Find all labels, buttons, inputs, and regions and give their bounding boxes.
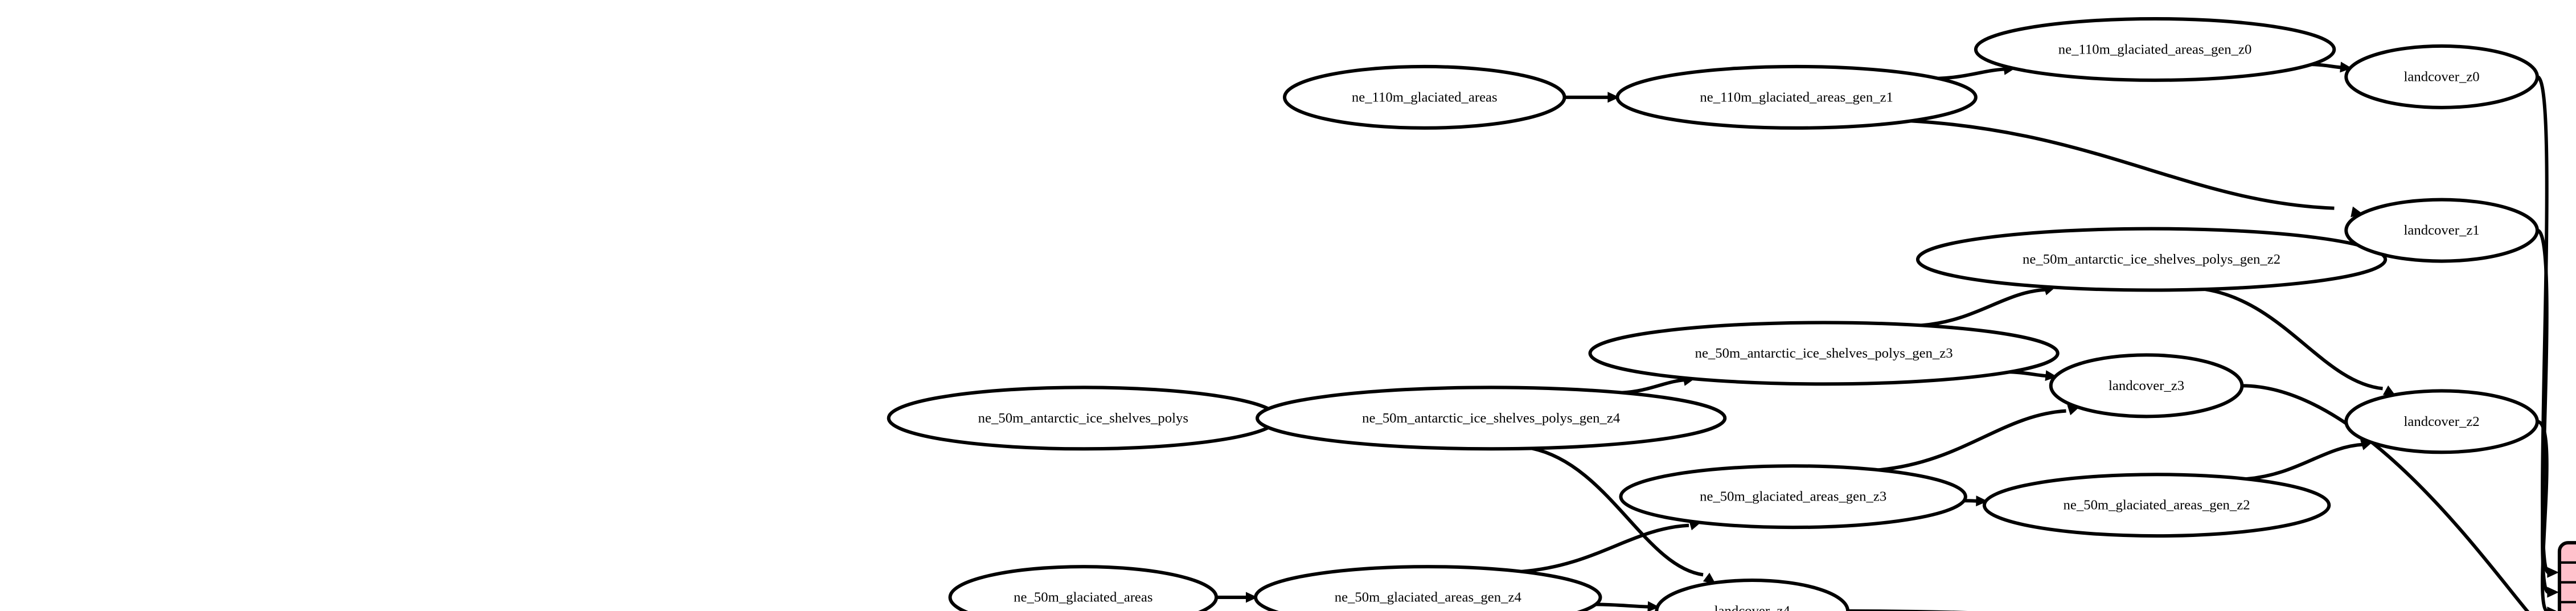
edge-arrowhead — [1245, 592, 1258, 603]
node-label: ne_110m_glaciated_areas_gen_z1 — [1700, 89, 1893, 105]
node-ellipse[interactable] — [1982, 473, 2331, 538]
graph-node-ne_50m_glaciated_areas_gen_z3[interactable]: ne_50m_glaciated_areas_gen_z3 — [1619, 464, 1967, 530]
layer-landcover-record[interactable] — [2557, 541, 2576, 611]
graph-node-ne_110m_glaciated_areas_gen_z1[interactable]: ne_110m_glaciated_areas_gen_z1 — [1615, 64, 1978, 130]
edge-arrowhead — [1976, 495, 1988, 507]
node-label: landcover_z2 — [2404, 414, 2480, 429]
graph-node-landcover_z0[interactable]: landcover_z0 — [2344, 44, 2539, 109]
graph-node-ne_50m_antarctic_ice_shelves_polys_gen_z3[interactable]: ne_50m_antarctic_ice_shelves_polys_gen_z… — [1588, 321, 2060, 386]
node-ellipse[interactable] — [1283, 64, 1566, 130]
graph-node-ne_50m_antarctic_ice_shelves_polys_gen_z2[interactable]: ne_50m_antarctic_ice_shelves_polys_gen_z… — [1915, 227, 2388, 292]
edge-arrowhead — [2547, 567, 2559, 578]
edge-arrowhead — [1647, 601, 1660, 611]
node-label: ne_50m_glaciated_areas_gen_z4 — [1335, 590, 1521, 605]
graph-edge-ne_50m_antarctic_ice_shelves_polys_gen_z4-to-landcover_z4 — [1531, 446, 1704, 577]
graph-edge-ne_110m_glaciated_areas_gen_z1-to-ne_110m_glaciated_areas_gen_z0 — [1938, 67, 2009, 80]
graph-node-landcover_z3[interactable]: landcover_z3 — [2049, 353, 2244, 419]
node-label: ne_110m_glaciated_areas_gen_z0 — [2058, 42, 2252, 57]
graph-node-ne_110m_glaciated_areas_gen_z0[interactable]: ne_110m_glaciated_areas_gen_z0 — [1974, 17, 2336, 82]
graph-edge-ne_50m_glaciated_areas_gen_z3-to-landcover_z3 — [1878, 409, 2066, 472]
record-node-layer: layer_landcoverz0z1z2z3z4z5z6z7z8z9z10z1… — [2557, 541, 2576, 611]
edge-arrowhead — [1607, 92, 1620, 103]
node-ellipse[interactable] — [2049, 353, 2244, 419]
node-ellipse[interactable] — [2344, 389, 2539, 454]
node-ellipse[interactable] — [1254, 565, 1602, 611]
node-ellipse[interactable] — [1619, 464, 1967, 530]
graph-node-ne_50m_glaciated_areas_gen_z2[interactable]: ne_50m_glaciated_areas_gen_z2 — [1982, 473, 2331, 538]
graph-edge-ne_50m_antarctic_ice_shelves_polys_gen_z4-to-ne_50m_antarctic_ice_shelves_polys_gen_z3 — [1622, 378, 1689, 395]
node-label: ne_50m_antarctic_ice_shelves_polys_gen_z… — [2023, 252, 2280, 267]
node-label: ne_50m_antarctic_ice_shelves_polys_gen_z… — [1695, 346, 1953, 361]
node-ellipse[interactable] — [2344, 44, 2539, 109]
graph-node-landcover_z4[interactable]: landcover_z4 — [1655, 579, 1850, 611]
node-label: ne_50m_antarctic_ice_shelves_polys_gen_z… — [1362, 411, 1620, 426]
node-ellipse[interactable] — [1915, 227, 2388, 292]
node-label: landcover_z3 — [2109, 378, 2184, 393]
graph-edge-ne_50m_antarctic_ice_shelves_polys_gen_z3-to-ne_50m_antarctic_ice_shelves_polys_gen_z2 — [1921, 288, 2046, 327]
node-label: ne_110m_glaciated_areas — [1352, 89, 1498, 105]
edge-arrowhead — [2547, 606, 2557, 611]
graph-edge-ne_50m_glaciated_areas_gen_z2-to-landcover_z2 — [2246, 442, 2364, 481]
graph-node-landcover_z1[interactable]: landcover_z1 — [2344, 198, 2539, 263]
graph-node-landcover_z2[interactable]: landcover_z2 — [2344, 389, 2539, 454]
node-ellipse[interactable] — [1655, 579, 1850, 611]
graph-edge-landcover_z2-to-layer_landcover-z2 — [2536, 420, 2549, 611]
node-ellipse[interactable] — [1256, 386, 1727, 451]
graph-node-ne_50m_glaciated_areas[interactable]: ne_50m_glaciated_areas — [948, 565, 1219, 611]
node-ellipse[interactable] — [1615, 64, 1978, 130]
node-ellipse[interactable] — [1974, 17, 2336, 82]
node-ellipse[interactable] — [1588, 321, 2060, 386]
graph-edge-ne_50m_glaciated_areas_gen_z4-to-ne_50m_glaciated_areas_gen_z3 — [1521, 523, 1689, 573]
graph-node-ne_50m_antarctic_ice_shelves_polys_gen_z4[interactable]: ne_50m_antarctic_ice_shelves_polys_gen_z… — [1256, 386, 1727, 451]
node-label: landcover_z0 — [2404, 69, 2480, 84]
node-label: landcover_z1 — [2404, 223, 2480, 238]
graph-edge-ne_50m_glaciated_areas_gen_z4-to-landcover_z4 — [1595, 602, 1654, 609]
graph-node-ne_50m_antarctic_ice_shelves_polys[interactable]: ne_50m_antarctic_ice_shelves_polys — [887, 386, 1280, 451]
node-ellipse[interactable] — [2344, 198, 2539, 263]
node-label: landcover_z4 — [1714, 604, 1790, 611]
record-node-layer-landcover[interactable]: layer_landcoverz0z1z2z3z4z5z6z7z8z9z10z1… — [2557, 541, 2576, 611]
node-label: ne_50m_antarctic_ice_shelves_polys — [978, 411, 1188, 426]
nodes-layer: imposm3osm_landcover_polygonsimplify_vw_… — [887, 17, 2539, 611]
graph-node-ne_50m_glaciated_areas_gen_z4[interactable]: ne_50m_glaciated_areas_gen_z4 — [1254, 565, 1602, 611]
node-ellipse[interactable] — [948, 565, 1219, 611]
edge-arrowhead — [2340, 61, 2352, 73]
graph-edge-landcover_z3-to-layer_landcover-z3 — [2242, 384, 2530, 611]
node-label: ne_50m_glaciated_areas — [1014, 590, 1152, 605]
node-label: ne_50m_glaciated_areas_gen_z3 — [1700, 489, 1886, 505]
edge-arrowhead — [2045, 370, 2057, 382]
graph-edge-ne_110m_glaciated_areas_gen_z1-to-landcover_z1 — [1911, 119, 2335, 210]
node-label: ne_50m_glaciated_areas_gen_z2 — [2064, 498, 2250, 513]
graph-node-ne_110m_glaciated_areas[interactable]: ne_110m_glaciated_areas — [1283, 64, 1566, 130]
edge-arrowhead — [2547, 587, 2559, 598]
graph-edge-ne_50m_antarctic_ice_shelves_polys_gen_z2-to-landcover_z2 — [2205, 288, 2383, 391]
